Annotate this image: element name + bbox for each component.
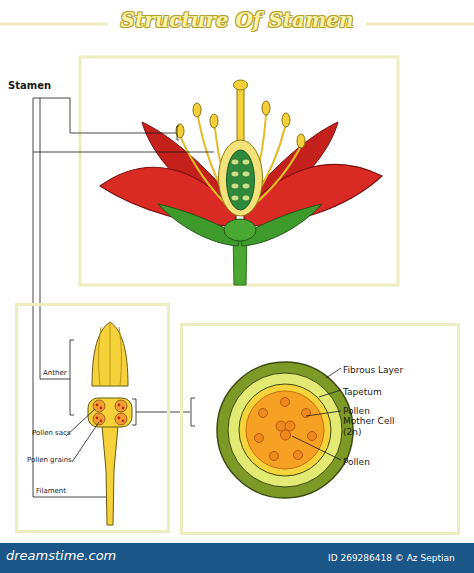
pollen-dot — [118, 417, 121, 420]
mother-cell — [270, 452, 279, 461]
mother-cell — [285, 421, 295, 431]
filament-shape — [102, 426, 118, 525]
anther-drawing — [88, 322, 132, 525]
mother-cells — [255, 398, 317, 461]
section-drawing — [217, 362, 353, 498]
leader-line — [33, 98, 176, 133]
anther-tip — [282, 113, 290, 127]
bracket — [70, 340, 74, 415]
leader-lines — [33, 98, 341, 497]
leader-line — [292, 436, 341, 460]
stigma — [234, 80, 248, 90]
layer-label: Fibrous Layer — [343, 365, 433, 375]
pollen-sac — [93, 413, 105, 425]
pollen-grain-dots — [96, 404, 125, 423]
ovule — [242, 195, 250, 201]
flower-panel — [80, 57, 398, 285]
pollen-dot — [100, 407, 103, 410]
mother-cell — [281, 398, 290, 407]
pollen-dot — [122, 420, 125, 423]
bracket — [177, 126, 179, 140]
receptacle — [224, 219, 256, 241]
ovule — [242, 183, 250, 189]
pollen-sac — [115, 400, 127, 412]
part-label: Pollen sacs — [32, 429, 82, 437]
leader-line — [33, 152, 106, 497]
part-label: Stamen — [8, 80, 51, 92]
ovary-wall — [219, 140, 263, 216]
ovule — [231, 171, 239, 177]
anther-tip — [262, 101, 270, 115]
anther-tip — [297, 134, 305, 148]
part-label: Pollen grains — [27, 456, 83, 464]
locule — [246, 391, 324, 469]
layer-label: Pollen — [343, 457, 433, 467]
anther-tip — [210, 114, 218, 128]
mother-cell — [294, 451, 303, 460]
mother-cell — [308, 432, 317, 441]
leader-line — [33, 98, 214, 152]
bracket — [132, 399, 168, 425]
mother-cell — [302, 409, 311, 418]
mother-cell — [281, 430, 291, 440]
layer-label: Tapetum — [343, 387, 433, 397]
ovules — [231, 159, 250, 201]
anther-tip — [193, 103, 201, 117]
middle-ring — [228, 373, 342, 487]
ovule — [231, 183, 239, 189]
pollen-dot — [96, 417, 99, 420]
ovary-inner — [227, 150, 255, 210]
anther-ridge — [99, 322, 122, 386]
pollen-dot — [100, 420, 103, 423]
leader-line — [40, 98, 70, 379]
anther-panel: AntherPollen sacsPollen grainsFilament — [15, 303, 170, 533]
leader-line — [326, 368, 341, 378]
anther-section — [88, 398, 132, 427]
bracket — [182, 398, 195, 426]
pollen-dot — [122, 407, 125, 410]
ovule — [242, 171, 250, 177]
layer-panel: Fibrous LayerTapetumPollen Mother Cell (… — [180, 323, 460, 535]
leader-line — [306, 411, 341, 416]
fibrous-ring — [217, 362, 353, 498]
pollen-dot — [96, 404, 99, 407]
bracket-connector — [170, 412, 180, 413]
ovule — [231, 195, 239, 201]
flower-drawing — [100, 80, 382, 285]
mother-cell — [259, 409, 268, 418]
watermark: ID 269286418 © Az Septian — [328, 553, 474, 563]
pollen-dot — [118, 404, 121, 407]
part-label: Anther — [43, 369, 83, 377]
ovule — [242, 159, 250, 165]
mother-cell — [255, 434, 264, 443]
leader-line — [72, 422, 99, 462]
part-label: Filament — [36, 487, 86, 495]
diagram-title: Structure Of Stamen — [0, 8, 474, 32]
watermark: dreamstime.com — [6, 549, 166, 564]
closed-anther — [92, 322, 128, 386]
layer-label: Pollen Mother Cell (2n) — [343, 406, 399, 437]
tapetum-ring — [239, 384, 331, 476]
style — [237, 86, 244, 146]
watermark-band: dreamstime.com ID 269286418 © Az Septian — [0, 543, 474, 573]
leader-line — [319, 390, 341, 397]
ovule — [231, 159, 239, 165]
pollen-sac-shapes — [93, 400, 127, 425]
pollen-sac — [115, 413, 127, 425]
pollen-sac — [93, 400, 105, 412]
